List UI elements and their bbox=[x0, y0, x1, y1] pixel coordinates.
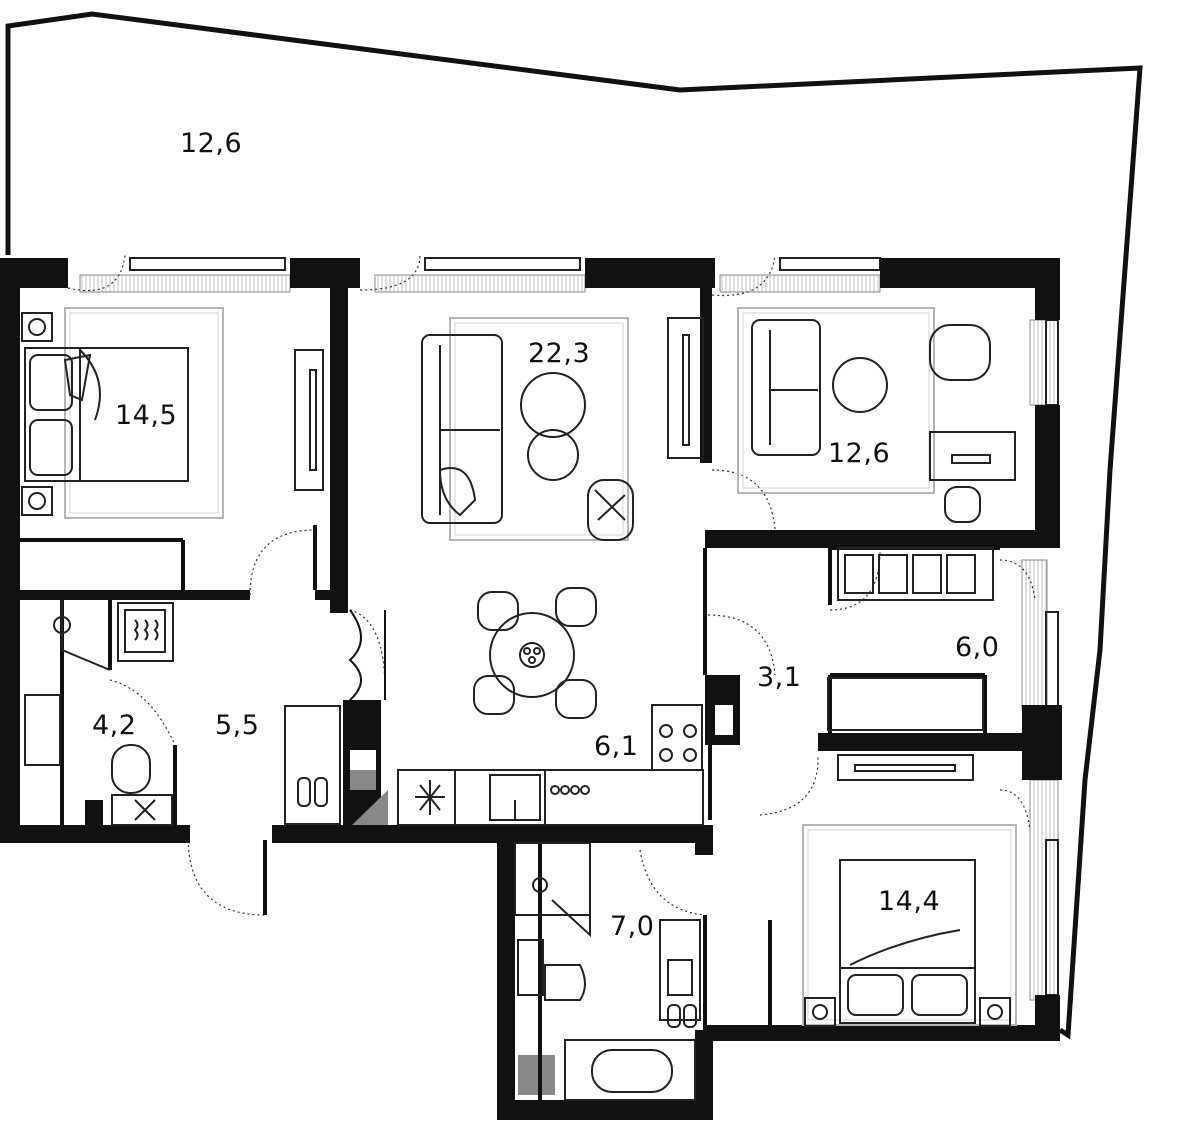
area-label-living-room: 22,3 bbox=[528, 338, 591, 369]
wardrobe-rack bbox=[827, 547, 994, 781]
bedroom1-furniture bbox=[21, 307, 324, 519]
area-label-wardrobe: 6,0 bbox=[955, 632, 1000, 663]
bathroom2-fixtures bbox=[514, 842, 701, 1101]
area-label-bedroom-2: 14,4 bbox=[878, 886, 941, 917]
area-label-kitchen: 6,1 bbox=[594, 731, 639, 762]
area-label-hallway: 5,5 bbox=[215, 710, 260, 741]
kitchen-furniture bbox=[284, 704, 704, 826]
partitions bbox=[20, 525, 1000, 1100]
bedroom2-furniture bbox=[802, 824, 1017, 1027]
door-swings bbox=[67, 254, 1036, 916]
area-label-bathroom-1: 4,2 bbox=[92, 710, 137, 741]
area-label-terrace: 12,6 bbox=[180, 128, 243, 159]
terrace-outline bbox=[5, 11, 1143, 1040]
window-frames bbox=[129, 257, 1059, 996]
area-label-study: 12,6 bbox=[828, 438, 891, 469]
bathroom1-fixtures bbox=[24, 600, 174, 826]
area-label-bathroom-2: 7,0 bbox=[610, 911, 655, 942]
living-furniture bbox=[421, 317, 704, 541]
study-furniture bbox=[737, 307, 1016, 523]
dining-set bbox=[473, 587, 597, 719]
area-label-corridor: 3,1 bbox=[757, 662, 802, 693]
area-label-bedroom-1: 14,5 bbox=[115, 400, 178, 431]
shafts bbox=[350, 770, 555, 1095]
